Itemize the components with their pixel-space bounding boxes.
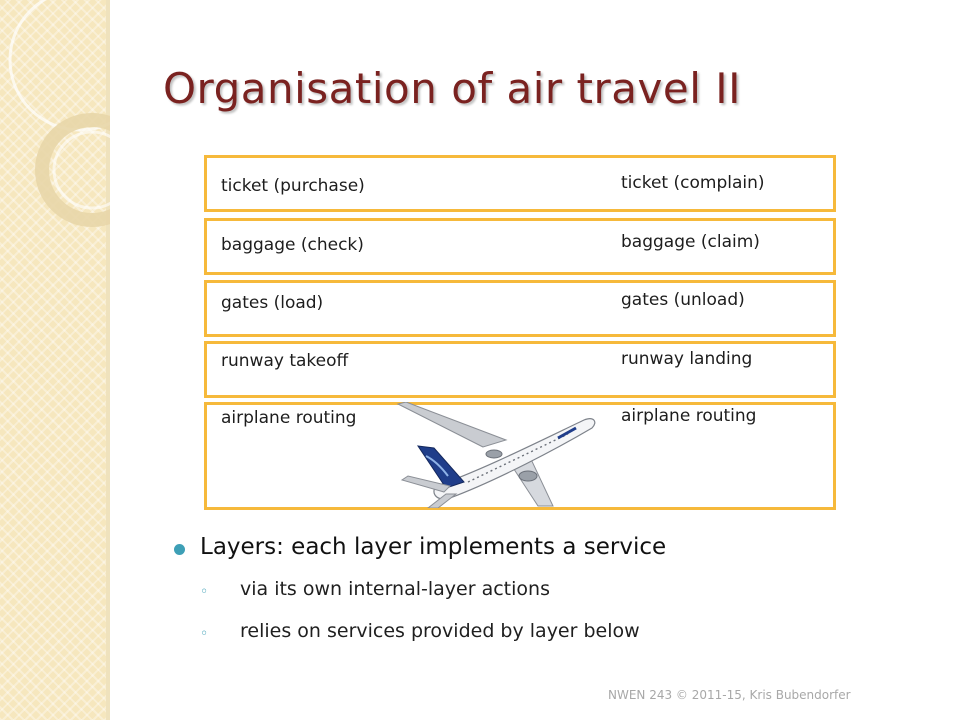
layer-box-ticket: ticket (purchase) ticket (complain) (204, 155, 836, 212)
sub-bullet-text: via its own internal-layer actions (240, 578, 550, 600)
layer-left-label: gates (load) (221, 293, 324, 313)
layer-box-gates: gates (load) gates (unload) (204, 280, 836, 337)
bullet-text: Layers: each layer implements a service (200, 534, 667, 560)
layer-left-label: baggage (check) (221, 235, 364, 255)
airplane-image (396, 402, 596, 508)
bullet-dot-icon (174, 544, 185, 555)
sidebar-edge (106, 0, 110, 720)
sub-bullet-text: relies on services provided by layer bel… (240, 620, 640, 642)
ring-bullet-icon: ◦ (200, 584, 209, 600)
layer-right-label: ticket (complain) (621, 173, 765, 193)
layer-box-baggage: baggage (check) baggage (claim) (204, 218, 836, 275)
slide-footer: NWEN 243 © 2011-15, Kris Bubendorfer (608, 688, 851, 702)
layer-right-label: runway landing (621, 349, 753, 369)
decorative-circles (8, 0, 110, 227)
layer-right-label: airplane routing (621, 406, 757, 426)
layer-right-label: baggage (claim) (621, 232, 760, 252)
layer-left-label: airplane routing (221, 408, 357, 428)
layer-left-label: runway takeoff (221, 351, 349, 371)
layer-right-label: gates (unload) (621, 290, 745, 310)
layer-left-label: ticket (purchase) (221, 176, 365, 196)
ring-bullet-icon: ◦ (200, 626, 209, 642)
layer-box-runway: runway takeoff runway landing (204, 341, 836, 398)
slide-title: Organisation of air travel II (163, 64, 742, 113)
